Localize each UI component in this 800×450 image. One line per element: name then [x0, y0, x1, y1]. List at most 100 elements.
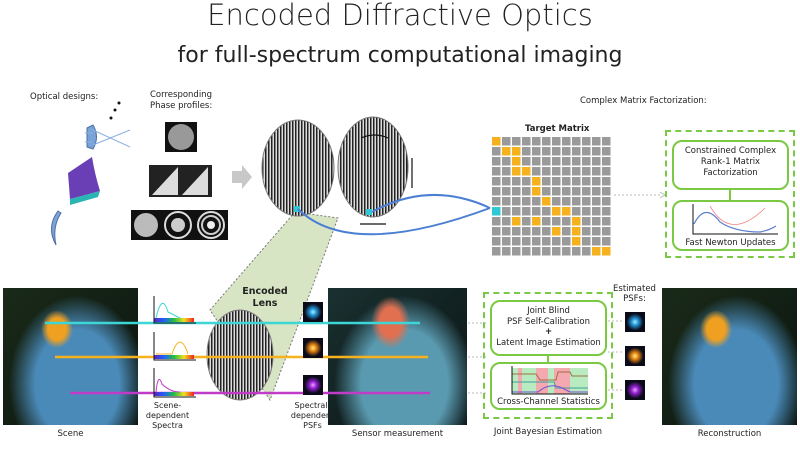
joint-blind-box — [490, 300, 607, 356]
matrix-cell — [532, 207, 541, 216]
reconstruction-label: Reconstruction — [697, 429, 762, 439]
matrix-cell — [552, 197, 561, 206]
matrix-cell — [542, 157, 551, 166]
target-matrix — [492, 137, 611, 256]
phase-profiles-label: Corresponding Phase profiles: — [150, 90, 212, 112]
matrix-cell — [582, 207, 591, 216]
matrix-cell-highlighted — [592, 247, 601, 256]
matrix-cell — [592, 167, 601, 176]
matrix-cell — [572, 137, 581, 146]
matrix-cell — [532, 137, 541, 146]
matrix-cell — [602, 197, 611, 206]
matrix-cell — [562, 157, 571, 166]
matrix-cell — [492, 197, 501, 206]
matrix-cell — [592, 157, 601, 166]
matrix-cell — [522, 207, 531, 216]
joint-estimation-panel — [483, 292, 613, 419]
matrix-cell — [502, 217, 511, 226]
matrix-cell — [492, 217, 501, 226]
matrix-cell — [602, 227, 611, 236]
matrix-cell — [492, 177, 501, 186]
matrix-cell — [522, 177, 531, 186]
matrix-cell — [572, 197, 581, 206]
matrix-cell — [492, 157, 501, 166]
matrix-cell — [572, 207, 581, 216]
joint-line2: PSF Self-Calibration — [507, 316, 590, 327]
psfs-label: Spectral- dependent PSFs — [290, 401, 335, 431]
matrix-cell — [492, 147, 501, 156]
matrix-cell — [552, 217, 561, 226]
matrix-cell-highlighted — [492, 137, 501, 146]
meniscus-lens-icon — [51, 210, 62, 246]
arrow-to-matrix — [297, 207, 491, 236]
matrix-cell-highlighted — [512, 157, 521, 166]
matrix-cell-highlighted — [512, 167, 521, 176]
matrix-cell — [552, 247, 561, 256]
matrix-cell — [512, 207, 521, 216]
matrix-cell — [602, 217, 611, 226]
encoded-lens-illustration — [206, 116, 491, 402]
matrix-cell — [542, 167, 551, 176]
psf-orange — [303, 338, 323, 358]
spectra-line1: Scene- — [153, 401, 182, 410]
matrix-cell — [582, 157, 591, 166]
matrix-cell — [552, 167, 561, 176]
spectra-line2: dependent — [145, 411, 190, 420]
lens-line1: Encoded — [242, 286, 288, 297]
joint-blind-text: Joint Blind PSF Self-Calibration + Laten… — [490, 306, 607, 348]
newton-curve-plot — [692, 204, 778, 235]
target-matrix-label: Target Matrix — [525, 124, 590, 134]
matrix-cell — [552, 237, 561, 246]
matrix-cell — [522, 187, 531, 196]
psf-cyan — [303, 302, 323, 322]
matrix-cell — [572, 177, 581, 186]
matrix-cell — [502, 167, 511, 176]
matrix-cell-selected — [492, 207, 501, 216]
scene-spectra-charts — [153, 296, 196, 398]
matrix-cell — [562, 217, 571, 226]
factorization-line1: Constrained Complex — [684, 146, 777, 156]
matrix-cell — [502, 247, 511, 256]
matrix-cell — [572, 187, 581, 196]
light-rays — [45, 320, 623, 395]
factorization-text: Constrained Complex Rank-1 Matrix Factor… — [672, 146, 789, 179]
psfs-line2: dependent — [290, 411, 335, 420]
matrix-cell — [502, 177, 511, 186]
matrix-cell — [552, 157, 561, 166]
spectrum-chart-cyan — [153, 296, 196, 324]
matrix-cell-highlighted — [532, 187, 541, 196]
matrix-cell — [562, 197, 571, 206]
matrix-cell — [562, 147, 571, 156]
spectra-line3: Spectra — [152, 421, 183, 430]
matrix-cell — [522, 157, 531, 166]
matrix-cell — [602, 147, 611, 156]
matrix-cell — [572, 167, 581, 176]
matrix-cell — [502, 197, 511, 206]
matrix-cell — [512, 247, 521, 256]
matrix-cell — [492, 187, 501, 196]
matrix-cell — [532, 197, 541, 206]
matrix-cell-highlighted — [502, 147, 511, 156]
phase-profiles-line1: Corresponding — [150, 90, 212, 100]
matrix-cell — [542, 217, 551, 226]
matrix-cell — [602, 237, 611, 246]
matrix-cell — [502, 137, 511, 146]
matrix-cell — [542, 147, 551, 156]
matrix-cell — [502, 237, 511, 246]
matrix-cell — [552, 147, 561, 156]
matrix-cell — [502, 227, 511, 236]
estimated-psf-magenta — [625, 380, 645, 400]
matrix-cell — [532, 157, 541, 166]
matrix-cell — [582, 247, 591, 256]
matrix-cell — [522, 147, 531, 156]
matrix-cell — [532, 237, 541, 246]
estimated-psf-orange — [625, 346, 645, 366]
matrix-cell — [502, 207, 511, 216]
matrix-cell-highlighted — [532, 177, 541, 186]
reconstruction-image — [662, 288, 797, 425]
matrix-cell — [602, 167, 611, 176]
matrix-cell — [532, 167, 541, 176]
matrix-cell — [572, 247, 581, 256]
matrix-cell — [562, 167, 571, 176]
matrix-cell — [602, 157, 611, 166]
